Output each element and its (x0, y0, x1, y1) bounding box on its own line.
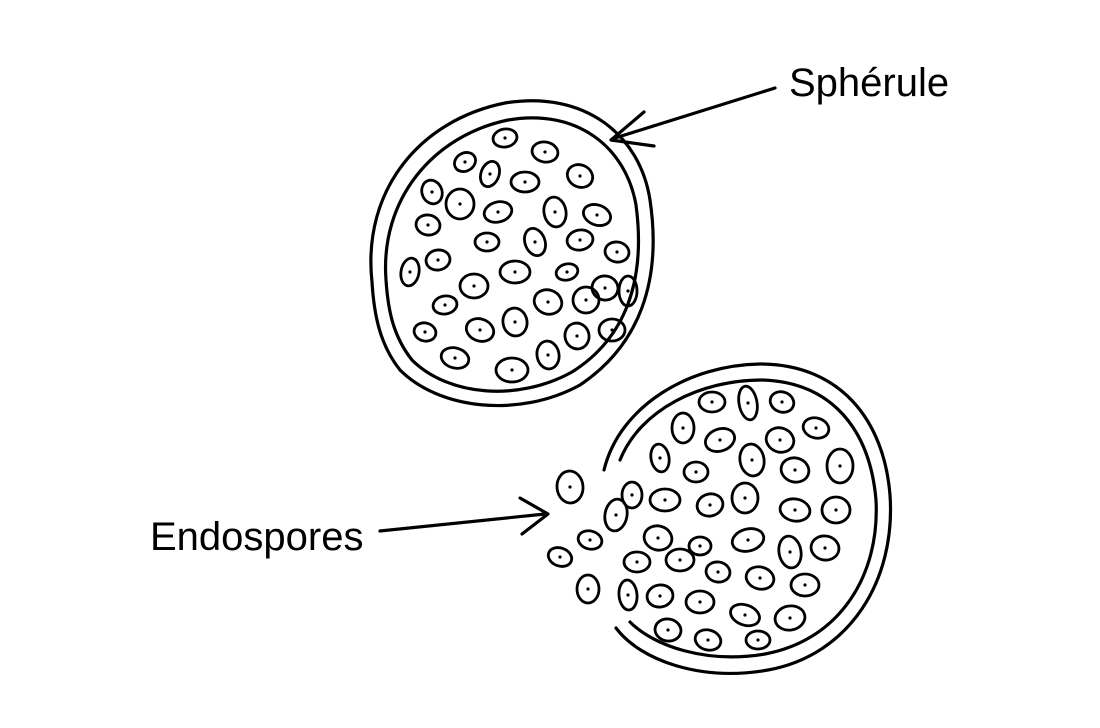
endospore-cell (693, 628, 723, 652)
endospore-cell (730, 527, 766, 553)
endospore-cell (603, 240, 631, 264)
endospore-cell (509, 170, 541, 194)
spherule-inner-wall (383, 116, 640, 393)
endospore-cell (704, 427, 736, 453)
endospore-cell (620, 480, 644, 510)
endospore-cell (464, 317, 496, 343)
endospore-cell (535, 339, 561, 371)
endospore-cell (399, 256, 421, 288)
endospore-cell (645, 583, 675, 609)
endospore-cell (744, 565, 776, 591)
endospore-cell (453, 151, 477, 173)
endospore-cell (530, 140, 560, 164)
endospore-cell (695, 492, 725, 518)
endospore-cell (532, 288, 564, 316)
ruptured-outer-wall (602, 362, 893, 675)
endospore-cell (648, 487, 682, 513)
ruptured-spherule (546, 362, 893, 675)
endospore-cell (555, 469, 585, 505)
endospore-cell (473, 231, 501, 253)
endospore-cell (571, 285, 601, 315)
ruptured-inner-wall (618, 378, 878, 659)
endospore-cell (498, 259, 532, 285)
endospore-cell (737, 384, 759, 422)
endospore-cell (649, 442, 671, 474)
endospore-cell (554, 262, 580, 282)
endospore-cell (697, 390, 727, 414)
endospore-cell (773, 604, 807, 632)
endospore-cell (789, 572, 821, 598)
endospores-label: Endospores (150, 515, 364, 559)
endospore-cell (653, 617, 683, 643)
endospore-cell (523, 227, 547, 257)
intact-endospores (399, 127, 639, 384)
endospore-cell (482, 200, 514, 224)
endospore-cell (494, 356, 530, 384)
released-endospores (546, 469, 604, 605)
endospore-cell (825, 447, 855, 485)
endospore-cell (563, 321, 591, 351)
endospore-cell (582, 203, 612, 227)
endospore-cell (664, 547, 696, 573)
endospore-cell (809, 534, 841, 562)
endospore-cell (542, 195, 568, 229)
endospore-cell (682, 460, 710, 484)
endospore-cell (576, 529, 604, 551)
endospore-cell (684, 589, 716, 615)
endospore-cell (687, 535, 713, 557)
endospore-cell (424, 248, 452, 272)
endospore-cell (729, 602, 761, 628)
endospore-cell (617, 578, 639, 612)
spherule-outer-wall (369, 99, 655, 408)
intact-spherule (369, 99, 655, 408)
endospore-cell (779, 456, 811, 484)
endospore-cell (414, 213, 442, 237)
endospore-cell (444, 187, 476, 221)
endospore-cell (778, 497, 812, 523)
endospore-cell (820, 495, 852, 525)
endospore-cell (590, 274, 620, 302)
endospore-cell (501, 306, 529, 338)
endospore-cell (738, 442, 766, 478)
endospore-cell (744, 629, 772, 651)
spherule-label: Sphérule (789, 61, 950, 105)
endospore-cell (565, 228, 595, 252)
endospore-cell (642, 524, 674, 552)
endospore-cell (704, 560, 732, 584)
endospore-cell (768, 390, 796, 414)
endospore-cell (412, 321, 438, 343)
endospore-cell (458, 272, 490, 300)
endospore-cell (565, 163, 595, 189)
endospore-cell (730, 481, 760, 515)
spherule-arrow (609, 86, 777, 148)
endospore-cell (597, 317, 627, 343)
endospores-arrow (378, 496, 550, 536)
endospore-cell (439, 346, 471, 370)
endospore-cell (622, 550, 652, 574)
endospore-cell (777, 534, 803, 570)
endospore-cell (479, 160, 501, 188)
endospore-cell (420, 178, 444, 206)
endospore-cell (603, 497, 629, 533)
endospore-cell (617, 274, 639, 308)
ruptured-endospores (603, 384, 855, 652)
endospore-cell (764, 426, 796, 454)
endospore-cell (801, 416, 831, 440)
endospore-cell (431, 294, 459, 316)
endospore-cell (670, 411, 696, 445)
endospore-cell (575, 573, 601, 605)
endospore-cell (546, 546, 574, 568)
endospore-cell (491, 127, 519, 149)
